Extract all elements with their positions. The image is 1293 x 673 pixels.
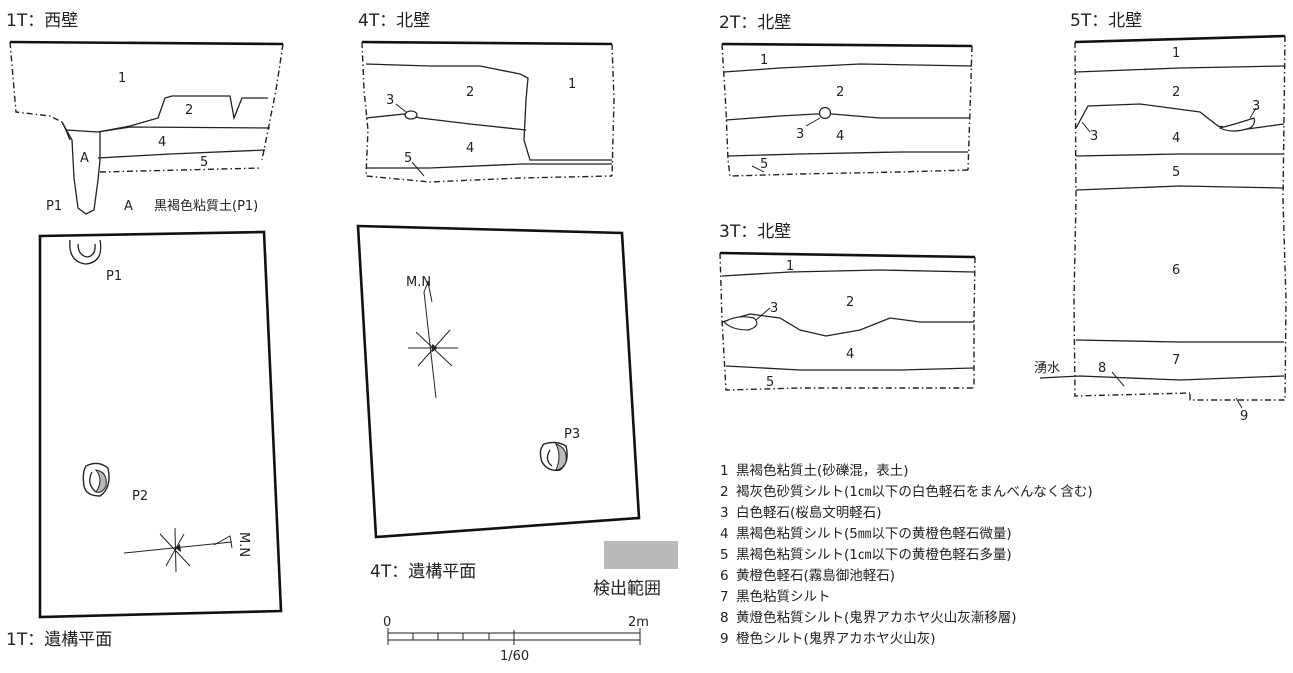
north-arrow-icon: [123, 527, 233, 573]
legend-text: 白色軽石(桜島文明軽石): [736, 504, 882, 521]
layer-label: 5: [760, 157, 768, 172]
layer-label: 4: [846, 347, 854, 362]
pit-p2-detection: [94, 469, 107, 493]
layer-label: 7: [1172, 353, 1180, 368]
pumice-lens: [723, 316, 758, 331]
legend-text: 黒褐色粘質土(砂礫混，表土): [736, 462, 909, 479]
legend-num: 1: [720, 463, 729, 479]
legend-num: 6: [720, 568, 729, 584]
section-1t-west-wall: 1T：西壁 1 2 4 5 A P1 A 黒褐色粘質土(P1): [6, 11, 284, 215]
legend-text: 黒色粘質シルト: [736, 588, 831, 605]
north-arrow-icon: [408, 280, 458, 399]
pit-label-p2: P2: [132, 489, 148, 504]
legend-num: 4: [720, 526, 729, 542]
legend-text: 黒褐色粘質シルト(5㎜以下の黄橙色軽石微量): [736, 525, 1012, 542]
section-5t-north-wall: 5T：北壁 1 2 3 3 4 5 6 7 8 9 湧水: [1034, 11, 1287, 424]
legend-text: 黒褐色粘質シルト(1㎝以下の黄橙色軽石多量): [736, 546, 1012, 563]
layer-label: 8: [1098, 361, 1106, 376]
legend-text: 黄橙色軽石(霧島御池軽石): [736, 567, 895, 584]
legend-num: 9: [720, 631, 729, 647]
legend-num: 8: [720, 610, 729, 626]
layer-label: 1: [786, 259, 794, 274]
layer-label: 1: [1172, 46, 1180, 61]
layer-label: 2: [836, 85, 844, 100]
pit-p1-profile: [61, 121, 101, 215]
note-text: 黒褐色粘質土(P1): [154, 198, 258, 214]
detection-swatch: [604, 541, 678, 569]
legend-text: 黄燈色粘質シルト(鬼界アカホヤ火山灰漸移層): [736, 609, 1017, 626]
ground-surface-line: [9, 40, 284, 46]
pit-label-p3: P3: [564, 427, 580, 442]
pumice-lens: [404, 110, 418, 120]
section-title-5t-north: 5T：北壁: [1070, 11, 1142, 31]
plan-title-4t: 4T：遺構平面: [370, 562, 476, 582]
layer-label: 3: [1090, 129, 1098, 144]
layer-label: 2: [846, 295, 854, 310]
pit-label-p1-plan: P1: [106, 269, 122, 284]
layer-label: 3: [796, 127, 804, 142]
scale-end-label: 2m: [628, 615, 649, 630]
layer-label: 1: [568, 77, 576, 92]
spring-water-label: 湧水: [1034, 360, 1060, 376]
pit-label-p1: P1: [46, 199, 62, 214]
layer-label: 3: [770, 301, 778, 316]
plan-1t: P1 P2 M.N 1T：遺構平面: [6, 230, 283, 650]
layer-label: 2: [1172, 85, 1180, 100]
legend-num: 5: [720, 547, 729, 563]
plan-4t: M.N P3 4T：遺構平面: [356, 224, 641, 582]
layer-label: 2: [466, 85, 474, 100]
section-4t-north-wall: 4T：北壁 1 2 3 4 5: [358, 11, 615, 183]
layer-label: 4: [158, 135, 166, 150]
layer-label: 1: [118, 71, 126, 86]
layer-label: 3: [1252, 99, 1260, 114]
legend-num: 2: [720, 484, 729, 500]
plan-title-1t: 1T：遺構平面: [6, 630, 112, 650]
layer-label: 4: [466, 141, 474, 156]
layer-label: 2: [185, 103, 193, 118]
north-label-1t: M.N: [236, 532, 251, 557]
scale-start-label: 0: [383, 615, 391, 630]
layer-label: A: [80, 151, 89, 166]
section-title-3t-north: 3T：北壁: [719, 222, 791, 242]
layer-label: 5: [200, 155, 208, 170]
north-label-4t: M.N: [406, 275, 431, 290]
legend-text: 褐灰色砂質シルト(1㎝以下の白色軽石をまんべんなく含む): [736, 483, 1093, 500]
layer-label: 3: [386, 93, 394, 108]
legend-text: 橙色シルト(鬼界アカホヤ火山灰): [736, 630, 936, 647]
detection-range-legend: 検出範囲: [593, 541, 678, 599]
section-title-1t-west: 1T：西壁: [6, 11, 78, 31]
pumice-lens: [1218, 117, 1256, 132]
legend-num: 3: [720, 505, 729, 521]
scale-bar: 0 2m 1/60: [383, 615, 649, 664]
detection-label: 検出範囲: [593, 579, 661, 599]
layer-label: 5: [1172, 165, 1180, 180]
section-3t-north-wall: 3T：北壁 1 2 3 4 5: [719, 222, 976, 391]
layer-label: 4: [1172, 131, 1180, 146]
plan-outline-1t: [38, 230, 283, 619]
layer-label: 6: [1172, 263, 1180, 278]
layer-label: 5: [766, 375, 774, 390]
legend-num: 7: [720, 589, 729, 605]
layer-label: 4: [836, 129, 844, 144]
scale-ratio-label: 1/60: [500, 649, 529, 664]
layer-label: 5: [404, 151, 412, 166]
plan-outline-4t: [356, 224, 641, 539]
note-letter: A: [124, 199, 133, 214]
section-title-2t-north: 2T：北壁: [719, 13, 791, 33]
layer-label: 9: [1240, 409, 1248, 424]
pumice-lens: [818, 106, 832, 120]
section-title-4t-north: 4T：北壁: [358, 11, 430, 31]
pit-p1-plan: [69, 239, 102, 265]
pit-p3-detection: [555, 443, 567, 471]
layer-label: 1: [760, 53, 768, 68]
layer-legend: 1 黒褐色粘質土(砂礫混，表土) 2 褐灰色砂質シルト(1㎝以下の白色軽石をまん…: [720, 462, 1093, 647]
section-2t-north-wall: 2T：北壁 1 2 3 4 5: [719, 13, 973, 177]
